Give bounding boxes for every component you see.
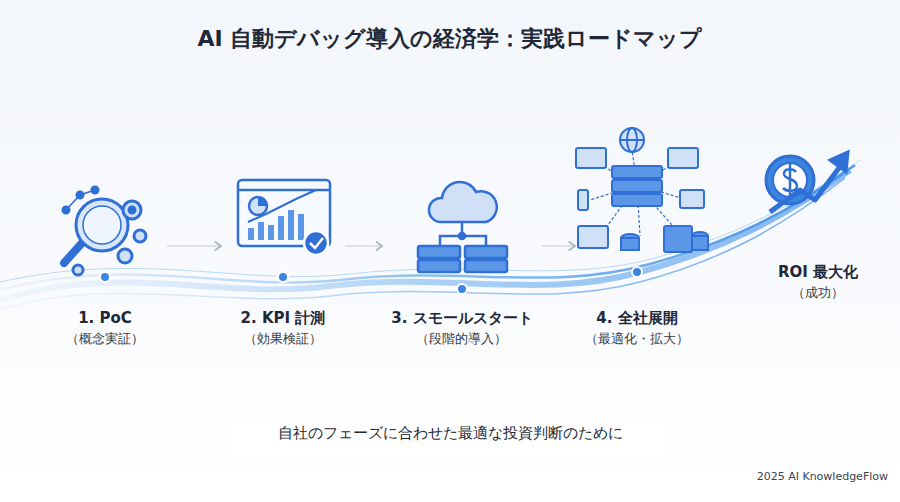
step-subtitle: （概念実証） bbox=[45, 329, 165, 348]
step-title: 2. KPI 計測 bbox=[223, 308, 343, 329]
dashboard-icon bbox=[238, 180, 330, 255]
step-title: 3. スモールスタート bbox=[384, 308, 539, 329]
step-title: ROI 最大化 bbox=[758, 262, 878, 283]
roi-icon bbox=[766, 152, 848, 212]
roadmap-step: 4. 全社展開（最適化・拡大） bbox=[577, 168, 697, 348]
step-subtitle: （効果検証） bbox=[223, 329, 343, 348]
step-subtitle: （段階的導入） bbox=[384, 329, 539, 348]
watermark: 2025 AI KnowledgeFlow bbox=[757, 470, 888, 483]
magnifier-icon bbox=[63, 187, 146, 275]
step-title: 4. 全社展開 bbox=[577, 308, 697, 329]
roadmap-step: 3. スモールスタート（段階的導入） bbox=[384, 168, 539, 348]
roadmap-step: 2. KPI 計測（効果検証） bbox=[223, 168, 343, 348]
flow-chevron bbox=[345, 245, 382, 246]
roadmap-step: 1. PoC（概念実証） bbox=[45, 168, 165, 348]
flow-chevron bbox=[542, 245, 575, 246]
roadmap-step: ROI 最大化（成功） bbox=[758, 140, 878, 302]
cloud-icon bbox=[418, 182, 507, 272]
diagram-title: AI 自動デバッグ導入の経済学：実践ロードマップ bbox=[0, 24, 900, 54]
milestone-dot bbox=[100, 267, 642, 294]
step-subtitle: （成功） bbox=[758, 283, 878, 302]
step-subtitle: （最適化・拡大） bbox=[577, 329, 697, 348]
step-title: 1. PoC bbox=[45, 308, 165, 329]
flow-chevron bbox=[167, 245, 221, 246]
network-icon bbox=[576, 128, 708, 252]
flow-wave bbox=[0, 160, 860, 310]
caption: 自社のフェーズに合わせた最適な投資判断のために bbox=[0, 424, 900, 443]
